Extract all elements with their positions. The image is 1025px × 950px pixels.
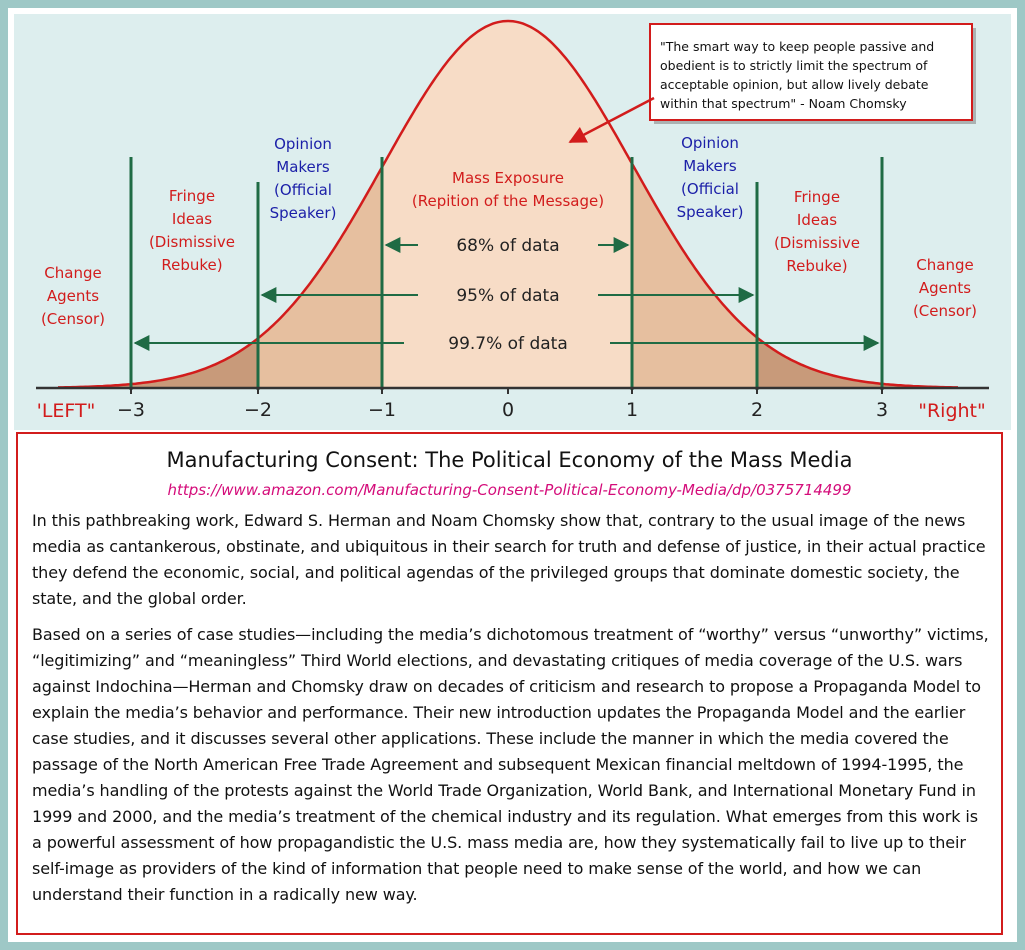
fringe-ideas-right: Fringe Ideas (Dismissive Rebuke)	[774, 188, 860, 275]
svg-text:acceptable opinion, but allow: acceptable opinion, but allow lively deb…	[660, 77, 929, 92]
svg-text:(Censor): (Censor)	[41, 310, 105, 328]
svg-text:(Official: (Official	[274, 181, 332, 199]
tick-label-pos1: 1	[626, 399, 638, 421]
svg-text:(Official: (Official	[681, 180, 739, 198]
tick-label-neg3: −3	[117, 399, 145, 421]
bell-curve-line	[58, 19, 958, 389]
quote-pointer-arrow	[568, 96, 655, 144]
quote-box	[649, 23, 973, 121]
svg-text:Ideas: Ideas	[172, 210, 212, 228]
book-url-link[interactable]: https://www.amazon.com/Manufacturing-Con…	[167, 481, 852, 499]
svg-text:Change: Change	[916, 256, 973, 274]
left-end-label: 'LEFT"	[37, 400, 96, 422]
svg-text:Opinion: Opinion	[274, 135, 332, 153]
svg-text:within that spectrum" - Noam C: within that spectrum" - Noam Chomsky	[660, 96, 907, 111]
svg-text:Rebuke): Rebuke)	[161, 256, 222, 274]
range-997-label: 99.7% of data	[448, 334, 568, 354]
svg-text:"The smart way to keep people: "The smart way to keep people passive an…	[660, 39, 934, 54]
range-95-label: 95% of data	[456, 286, 559, 306]
tick-label-neg2: −2	[244, 399, 272, 421]
bell-curve-diagram: 68% of data 95% of data 99.7% of data −3…	[14, 14, 1011, 430]
svg-text:Ideas: Ideas	[797, 211, 837, 229]
svg-text:Makers: Makers	[683, 157, 737, 175]
svg-text:Agents: Agents	[919, 279, 971, 297]
svg-text:Opinion: Opinion	[681, 134, 739, 152]
mass-exposure-sub: (Repition of the Message)	[412, 192, 604, 210]
quote-text: "The smart way to keep people passive an…	[660, 39, 934, 111]
axis-ticks	[130, 388, 883, 394]
tick-label-neg1: −1	[368, 399, 396, 421]
right-end-label: "Right"	[918, 400, 986, 422]
svg-text:Speaker): Speaker)	[677, 203, 744, 221]
book-description-box: Manufacturing Consent: The Political Eco…	[16, 432, 1003, 935]
svg-text:Fringe: Fringe	[169, 187, 215, 205]
tick-label-0: 0	[502, 399, 514, 421]
book-title: Manufacturing Consent: The Political Eco…	[166, 448, 853, 472]
svg-text:obedient is to strictly limit: obedient is to strictly limit the spectr…	[660, 58, 928, 73]
book-paragraph-1: In this pathbreaking work, Edward S. Her…	[32, 511, 986, 608]
book-paragraph-2: Based on a series of case studies—includ…	[32, 625, 989, 904]
opinion-makers-left: Opinion Makers (Official Speaker)	[270, 135, 337, 222]
bell-curve-svg: 68% of data 95% of data 99.7% of data −3…	[36, 19, 989, 422]
svg-text:Rebuke): Rebuke)	[786, 257, 847, 275]
svg-text:(Censor): (Censor)	[913, 302, 977, 320]
svg-text:Agents: Agents	[47, 287, 99, 305]
mass-exposure-label: Mass Exposure	[452, 169, 564, 187]
change-agents-left: Change Agents (Censor)	[41, 264, 105, 328]
opinion-makers-right: Opinion Makers (Official Speaker)	[677, 134, 744, 221]
tick-label-pos3: 3	[876, 399, 888, 421]
range-68-label: 68% of data	[456, 236, 559, 256]
fringe-ideas-left: Fringe Ideas (Dismissive Rebuke)	[149, 187, 235, 274]
inner-area-fill	[383, 21, 633, 388]
svg-text:Fringe: Fringe	[794, 188, 840, 206]
tick-label-pos2: 2	[751, 399, 763, 421]
svg-text:(Dismissive: (Dismissive	[149, 233, 235, 251]
svg-text:Change: Change	[44, 264, 101, 282]
svg-text:Makers: Makers	[276, 158, 330, 176]
svg-text:Speaker): Speaker)	[270, 204, 337, 222]
change-agents-right: Change Agents (Censor)	[913, 256, 977, 320]
svg-text:(Dismissive: (Dismissive	[774, 234, 860, 252]
